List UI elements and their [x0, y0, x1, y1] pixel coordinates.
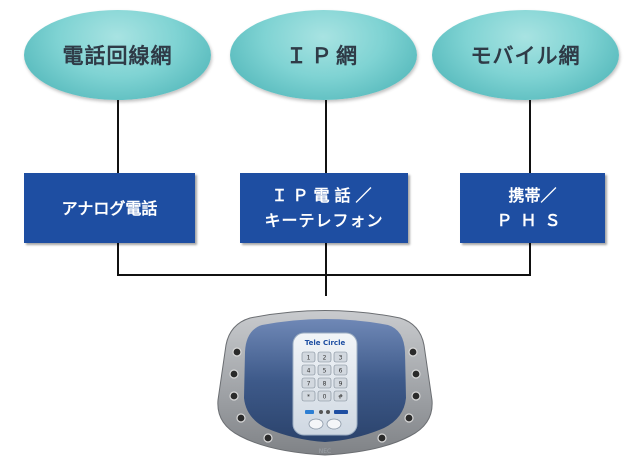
keypad-key — [317, 377, 332, 389]
network-label: モバイル網 — [470, 44, 581, 68]
keypad-key — [301, 364, 316, 376]
terminal-box-analog: アナログ電話 — [24, 173, 195, 243]
keypad-key — [333, 351, 348, 363]
network-cloud-ip: ＩＰ網 — [230, 10, 417, 100]
network-label: ＩＰ網 — [286, 44, 361, 68]
network-label: 電話回線網 — [62, 44, 173, 68]
terminal-label: 携帯／ — [508, 186, 557, 205]
connector-line — [529, 243, 531, 275]
keypad-key — [333, 377, 348, 389]
device-brand: Tele Circle — [305, 339, 346, 347]
keypad-key-label: 3 — [339, 355, 343, 362]
keypad-key — [301, 390, 316, 402]
terminal-label: キーテレフォン — [264, 211, 384, 230]
keypad-key-label: 2 — [323, 355, 327, 362]
keypad-key-label: 6 — [339, 368, 343, 375]
network-cloud-mobile: モバイル網 — [432, 10, 619, 100]
keypad-key-label: 0 — [323, 394, 327, 401]
keypad-key-label: * — [307, 394, 310, 401]
terminal-label: ＩＰ電話／ — [271, 186, 377, 205]
keypad-key-label: # — [338, 394, 343, 401]
function-button — [326, 418, 342, 430]
connector-line — [325, 100, 327, 174]
led-indicator — [305, 410, 314, 414]
terminal-label: アナログ電話 — [61, 198, 158, 218]
connector-line — [117, 243, 119, 275]
status-light — [326, 410, 330, 414]
connector-line — [325, 243, 327, 296]
keypad-key-label: 5 — [323, 368, 327, 375]
network-cloud-phone-line: 電話回線網 — [24, 10, 211, 100]
device-maker: NEC — [319, 448, 331, 455]
keypad-key — [317, 390, 332, 402]
connector-line — [529, 100, 531, 174]
terminal-box-mobile: 携帯／ ＰＨＳ — [460, 173, 605, 243]
keypad: 1 2 3 4 5 6 7 8 9 * 0 # — [301, 351, 348, 402]
keypad-key — [333, 390, 348, 402]
keypad-key-label: 1 — [307, 355, 311, 362]
keypad-key-label: 9 — [339, 381, 343, 388]
bus-line — [117, 274, 531, 276]
keypad-key-label: 8 — [323, 381, 327, 388]
terminal-label: ＰＨＳ — [496, 211, 569, 230]
function-button — [308, 418, 324, 430]
terminal-box-ip-phone: ＩＰ電話／ キーテレフォン — [240, 173, 408, 243]
keypad-key — [301, 351, 316, 363]
keypad-key-label: 4 — [307, 368, 311, 375]
keypad-key-label: 7 — [307, 381, 311, 388]
status-light — [319, 410, 323, 414]
keypad-key — [301, 377, 316, 389]
connector-line — [117, 100, 119, 174]
function-label — [334, 410, 348, 414]
keypad-key — [317, 364, 332, 376]
keypad-key — [317, 351, 332, 363]
keypad-key — [333, 364, 348, 376]
side-jacks — [229, 347, 421, 443]
